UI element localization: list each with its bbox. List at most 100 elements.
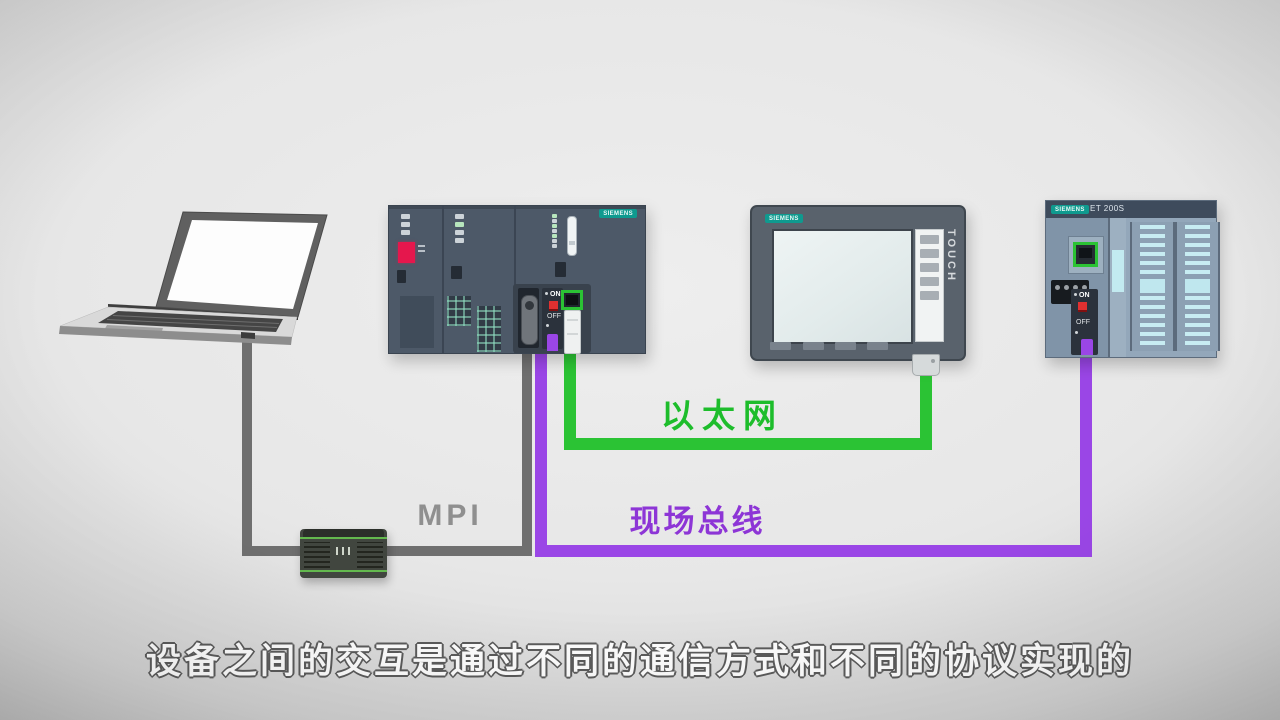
io-on-off-switch: ON OFF: [1071, 289, 1098, 355]
adapter-cap: [303, 529, 384, 537]
indicator-dot: [545, 292, 548, 295]
led: [455, 238, 464, 243]
status-leds: [455, 214, 464, 243]
switch-off-label: OFF: [1076, 319, 1090, 326]
terminal-block: [447, 296, 471, 326]
hmi-function-key: [835, 342, 856, 350]
ethernet-label: 以太网: [661, 397, 784, 434]
led: [552, 214, 557, 218]
led: [552, 229, 557, 233]
fieldbus-label: 现场总线: [629, 504, 766, 539]
led: [552, 224, 557, 228]
label-dash: [418, 250, 425, 252]
indicator-dot: [546, 324, 549, 327]
laptop-keyboard: [98, 311, 283, 332]
label-dash: [418, 245, 425, 247]
hmi-touch-panel: SIEMENS TOUCH: [750, 205, 966, 361]
hmi-function-key: [770, 342, 791, 350]
mpi-cable: [242, 334, 532, 556]
hmi-button: [920, 235, 939, 244]
led: [401, 230, 410, 235]
module-divider: [442, 206, 444, 353]
plc-s7-300: SIEMENS ON OFF: [388, 205, 646, 354]
laptop-port: [241, 332, 255, 339]
hmi-function-key: [867, 342, 888, 350]
led: [455, 214, 464, 219]
bus-port-panel: [1068, 236, 1104, 274]
led: [455, 222, 464, 227]
io-terminal-column: [1175, 222, 1220, 351]
io-header-strip: SIEMENS ET 200S: [1046, 201, 1216, 218]
model-label: ET 200S: [1090, 204, 1125, 213]
mpi-adapter: [300, 529, 387, 578]
terminal-label-plate: [1140, 279, 1165, 293]
bus-port: [1073, 242, 1098, 267]
vent-panel: [400, 296, 434, 348]
terminal-pins: [1055, 285, 1087, 290]
ethernet-cable: [564, 344, 932, 450]
cpu-status-leds: [552, 214, 557, 248]
siemens-logo: SIEMENS: [765, 214, 803, 223]
hmi-button: [920, 249, 939, 258]
switch-on-label: ON: [1079, 292, 1090, 299]
adapter-leds: [336, 547, 350, 555]
led: [552, 239, 557, 243]
switch-toggle: [549, 301, 558, 311]
video-subtitle: 设备之间的交互是通过不同的通信方式和不同的协议实现的: [145, 642, 1134, 681]
switch-toggle: [1078, 302, 1087, 312]
hmi-function-key: [803, 342, 824, 350]
io-terminal-column: [1130, 222, 1175, 351]
led: [552, 234, 557, 238]
led: [401, 214, 410, 219]
io-interface-module: ON OFF: [1046, 218, 1110, 357]
power-switch: [397, 270, 406, 283]
adapter-green-stripe: [300, 570, 387, 572]
led: [552, 219, 557, 223]
indicator-dot: [1075, 331, 1078, 334]
keyboard-row-line: [106, 319, 278, 328]
module-connector: [451, 266, 462, 279]
hmi-button: [920, 277, 939, 286]
adapter-vents: [304, 542, 330, 568]
mpi-label: MPI: [417, 499, 483, 532]
status-leds: [401, 214, 410, 235]
power-alarm-module: [398, 242, 415, 263]
siemens-logo: SIEMENS: [599, 209, 637, 218]
led: [401, 222, 410, 227]
touch-label: TOUCH: [945, 229, 957, 283]
fieldbus-cable-stub: [547, 334, 558, 351]
terminal-label-rows: [1185, 296, 1210, 348]
ethernet-plug: [564, 310, 581, 354]
led: [455, 230, 464, 235]
mpi-plug: [521, 295, 538, 345]
mode-selector-slider: [567, 216, 577, 256]
mpi-port: [518, 288, 539, 348]
module-divider: [514, 206, 516, 353]
io-terminal-section: [1126, 218, 1220, 357]
hmi-screen: [772, 229, 913, 344]
hmi-button: [920, 291, 939, 300]
led: [552, 244, 557, 248]
ethernet-port: [561, 290, 583, 310]
module-label-plate: [1112, 250, 1124, 292]
terminal-label-rows: [1140, 225, 1165, 277]
io-spacer-module: [1110, 218, 1126, 357]
terminal-label-plate: [1185, 279, 1210, 293]
fieldbus-cable-stub: [1081, 339, 1093, 355]
adapter-vents: [357, 542, 383, 568]
switch-on-label: ON: [550, 291, 561, 298]
terminal-label-rows: [1140, 296, 1165, 348]
laptop-base-edge: [59, 326, 292, 345]
switch-off-label: OFF: [547, 313, 561, 320]
keyboard-row-line: [112, 315, 280, 324]
laptop-screen: [167, 220, 318, 309]
plc-connector-panel: ON OFF: [513, 284, 591, 354]
terminal-label-rows: [1185, 225, 1210, 277]
fieldbus-cable: [535, 340, 1092, 557]
laptop: [59, 211, 328, 345]
terminal-block: [477, 306, 501, 352]
key-switch: [555, 262, 566, 277]
remote-io-et200s: SIEMENS ET 200S ON OFF: [1045, 200, 1220, 358]
